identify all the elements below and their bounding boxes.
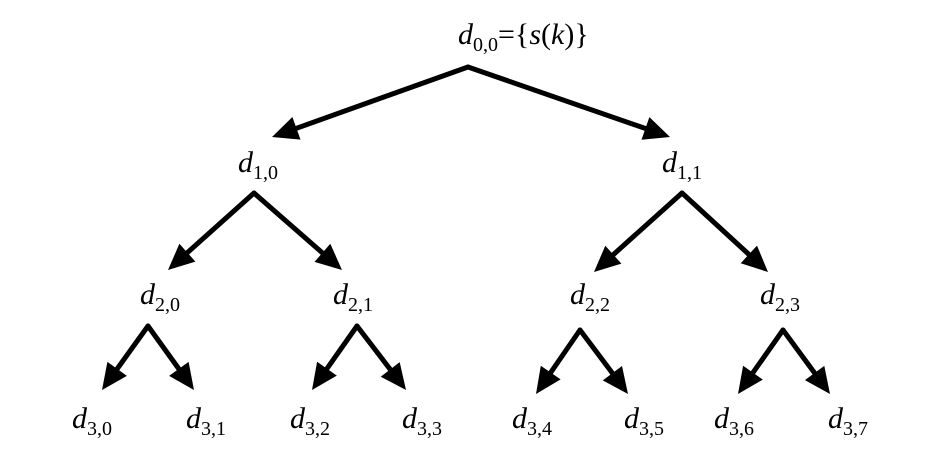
- node-label-3-7: d3,7: [828, 402, 868, 440]
- arrowhead-2-3: [740, 245, 768, 272]
- arrowhead-3-7: [804, 365, 830, 394]
- edge-line-1-1-to-2-2: [609, 190, 685, 259]
- edge-line-1-1-to-2-3: [679, 190, 753, 259]
- edge-line-2-1-to-3-3: [354, 323, 394, 374]
- node-label-3-3: d3,3: [402, 402, 442, 440]
- root-node-label: d0,0={s(k)}: [458, 18, 589, 56]
- edge-line-0-0-to-1-1: [465, 64, 650, 132]
- arrowhead-3-1: [169, 361, 194, 390]
- arrowhead-3-4: [536, 365, 561, 394]
- arrowhead-2-2: [594, 245, 622, 272]
- node-label-2-2: d2,2: [570, 278, 610, 316]
- edge-line-2-0-to-3-1: [145, 323, 183, 374]
- edge-line-0-0-to-1-0: [292, 64, 471, 132]
- node-label-2-1: d2,1: [333, 278, 373, 316]
- arrowhead-1-0: [272, 117, 301, 140]
- node-label-1-1: d1,1: [662, 146, 702, 184]
- arrowhead-3-3: [380, 362, 406, 390]
- edge-line-2-3-to-3-6: [749, 327, 786, 377]
- edge-line-2-0-to-3-0: [113, 323, 151, 374]
- arrowhead-2-1: [314, 243, 342, 270]
- arrowhead-1-1: [641, 117, 670, 140]
- node-label-3-6: d3,6: [714, 402, 754, 440]
- edge-line-2-1-to-3-2: [323, 323, 360, 373]
- node-label-3-5: d3,5: [624, 402, 664, 440]
- edge-line-2-2-to-3-4: [547, 327, 583, 377]
- edge-line-1-0-to-2-0: [183, 190, 257, 257]
- tree-edges: [102, 64, 830, 394]
- node-label-2-3: d2,3: [760, 278, 800, 316]
- edge-line-1-0-to-2-1: [251, 190, 327, 257]
- edge-line-2-3-to-3-7: [780, 327, 819, 378]
- node-label-3-2: d3,2: [290, 402, 330, 440]
- arrowhead-3-2: [312, 361, 337, 390]
- node-label-3-0: d3,0: [72, 402, 112, 440]
- node-label-2-0: d2,0: [140, 278, 180, 316]
- edge-line-2-2-to-3-5: [577, 327, 617, 378]
- arrowhead-2-0: [168, 243, 196, 270]
- node-label-3-1: d3,1: [186, 402, 226, 440]
- arrowhead-3-0: [102, 361, 127, 390]
- arrowhead-3-6: [738, 365, 763, 394]
- node-label-1-0: d1,0: [238, 146, 278, 184]
- arrowhead-3-5: [602, 366, 628, 394]
- node-label-3-4: d3,4: [512, 402, 552, 440]
